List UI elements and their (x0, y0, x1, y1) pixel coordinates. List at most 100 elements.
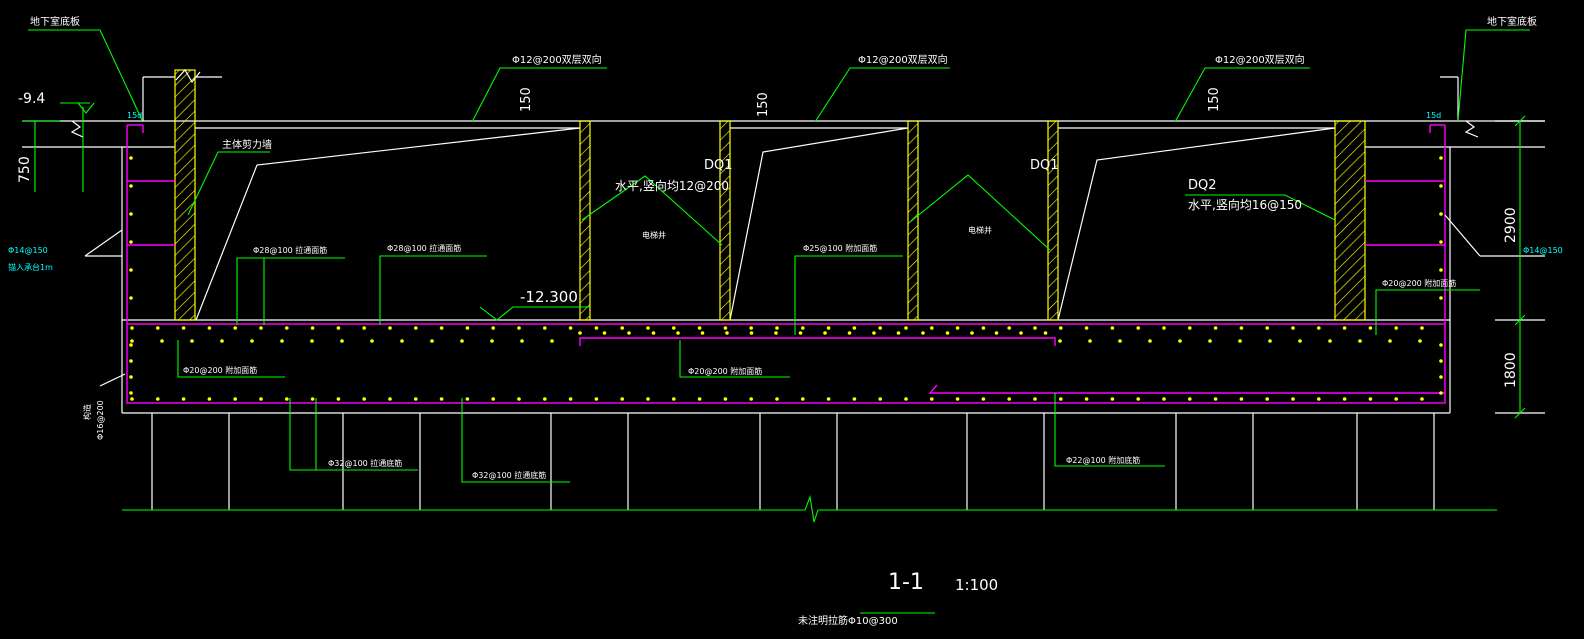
rebar-dot (129, 240, 133, 244)
rebar-dot (930, 397, 934, 401)
rebar-dot (388, 326, 392, 330)
rebar-dot (1084, 397, 1089, 401)
rebar-dot (130, 326, 134, 330)
leader-lines (22, 29, 1530, 614)
bot-32-100-b: Φ32@100 拉通底筋 (472, 470, 546, 480)
rebar-dot (1033, 397, 1037, 401)
rebar-dot (672, 326, 676, 330)
rebar-dot (1268, 339, 1272, 343)
dq1-b-label: DQ1 (1030, 158, 1059, 173)
rebar-dot (1088, 339, 1092, 343)
rebar-dot (1368, 326, 1373, 330)
main-shear-wall-label: 主体剪力墙 (222, 138, 272, 151)
rebar-dot (1019, 331, 1023, 335)
rebar-dot (430, 339, 434, 343)
anchor-15d-right: 15d (1426, 111, 1441, 120)
unmarked-tie-note: 未注明拉筋Φ10@300 (798, 614, 898, 627)
rebar-dot (1213, 397, 1218, 401)
rebar-dot (672, 397, 676, 401)
rebar-dot (872, 331, 876, 335)
rebar-dot (970, 331, 974, 335)
rebar-dot (1439, 359, 1443, 363)
rebar-dot (207, 326, 212, 330)
rebar-dot (896, 331, 901, 335)
rebar-dot (414, 397, 418, 401)
rebar-dot (1439, 268, 1443, 272)
rebar-dot (1317, 397, 1321, 401)
top-25-100: Φ25@100 附加面筋 (803, 243, 877, 253)
rebar-dot (620, 326, 624, 330)
rebar-dot (285, 397, 289, 401)
rebar-dot (602, 331, 607, 335)
rebar-dot (129, 391, 133, 395)
rebar-dot (568, 326, 573, 330)
dq2-note: 水平,竖向均16@150 (1188, 197, 1302, 212)
rebar-dot (160, 339, 164, 343)
rebar-dot (676, 331, 680, 335)
rebar-dot (930, 326, 934, 330)
rebar-dot (775, 397, 779, 401)
anchor-15d-left: 15d (127, 111, 142, 120)
rebar-dot (1439, 343, 1443, 347)
rebar-dot (259, 397, 263, 401)
bot-22-100: Φ22@100 附加底筋 (1066, 455, 1140, 465)
rebar-dot (259, 326, 263, 330)
rebar-dot (490, 339, 494, 343)
rebar-dot (414, 326, 418, 330)
rebar-dot (594, 326, 599, 330)
rebar-dot (1418, 339, 1422, 343)
rebar-dot (465, 397, 470, 401)
rebar-dot (439, 397, 444, 401)
rebar-dot (129, 268, 133, 272)
rebar-dot (646, 397, 650, 401)
rebar-dot (156, 397, 160, 401)
right-rebar-14-150: Φ14@150 (1523, 246, 1563, 255)
rebar-dot (517, 326, 521, 330)
rebar-dot (1394, 326, 1398, 330)
rebar-dot (388, 397, 392, 401)
rebar-dot (847, 331, 852, 335)
rebar-dot (1358, 339, 1362, 343)
rebar-dot (1007, 326, 1011, 330)
rebar-dot (1265, 326, 1269, 330)
rebar-dot (520, 339, 524, 343)
rebar-dot (1420, 397, 1424, 401)
rebar-dot (233, 397, 237, 401)
rebar-dot (1148, 339, 1152, 343)
rebar-dot (1439, 391, 1443, 395)
left-anchor-note: 锚入承台1m (8, 262, 53, 272)
rebar-dot (1317, 326, 1321, 330)
rebar-dot (1342, 326, 1347, 330)
dim-150-b: 150 (756, 92, 771, 117)
rebar-dot (190, 339, 194, 343)
section-title: 1-1 (888, 570, 924, 595)
rebar-dot (491, 397, 496, 401)
rebar-dot (1342, 397, 1347, 401)
rebar-dot (725, 331, 729, 335)
rebar-dot (130, 339, 134, 343)
rebar-dot (578, 331, 582, 335)
rebar-dot (1059, 397, 1063, 401)
rebar-dot (1439, 184, 1443, 188)
rebar-dot (749, 397, 753, 401)
rebar-dot (723, 326, 728, 330)
rebar-dot (1291, 397, 1295, 401)
rebar-dot (550, 339, 554, 343)
top-28-100-a: Φ28@100 拉通面筋 (253, 245, 327, 255)
rebar-dot (1058, 339, 1062, 343)
elevation-neg-12-300: -12.300 (520, 288, 578, 306)
rebar-dot (491, 326, 496, 330)
rebar-dot (904, 326, 908, 330)
mid-20-200-center: Φ20@200 附加面筋 (688, 366, 762, 376)
rebar-dot (697, 397, 702, 401)
rebar-dot (1291, 326, 1295, 330)
rebar-dot (400, 339, 404, 343)
rebar-dot (1394, 397, 1398, 401)
rebar-dot (955, 397, 960, 401)
rebar-dot (543, 326, 547, 330)
rebar-dot (1420, 326, 1424, 330)
rebar-dots (129, 156, 1443, 401)
rebar-dot (723, 397, 728, 401)
break-symbols (70, 68, 1481, 387)
